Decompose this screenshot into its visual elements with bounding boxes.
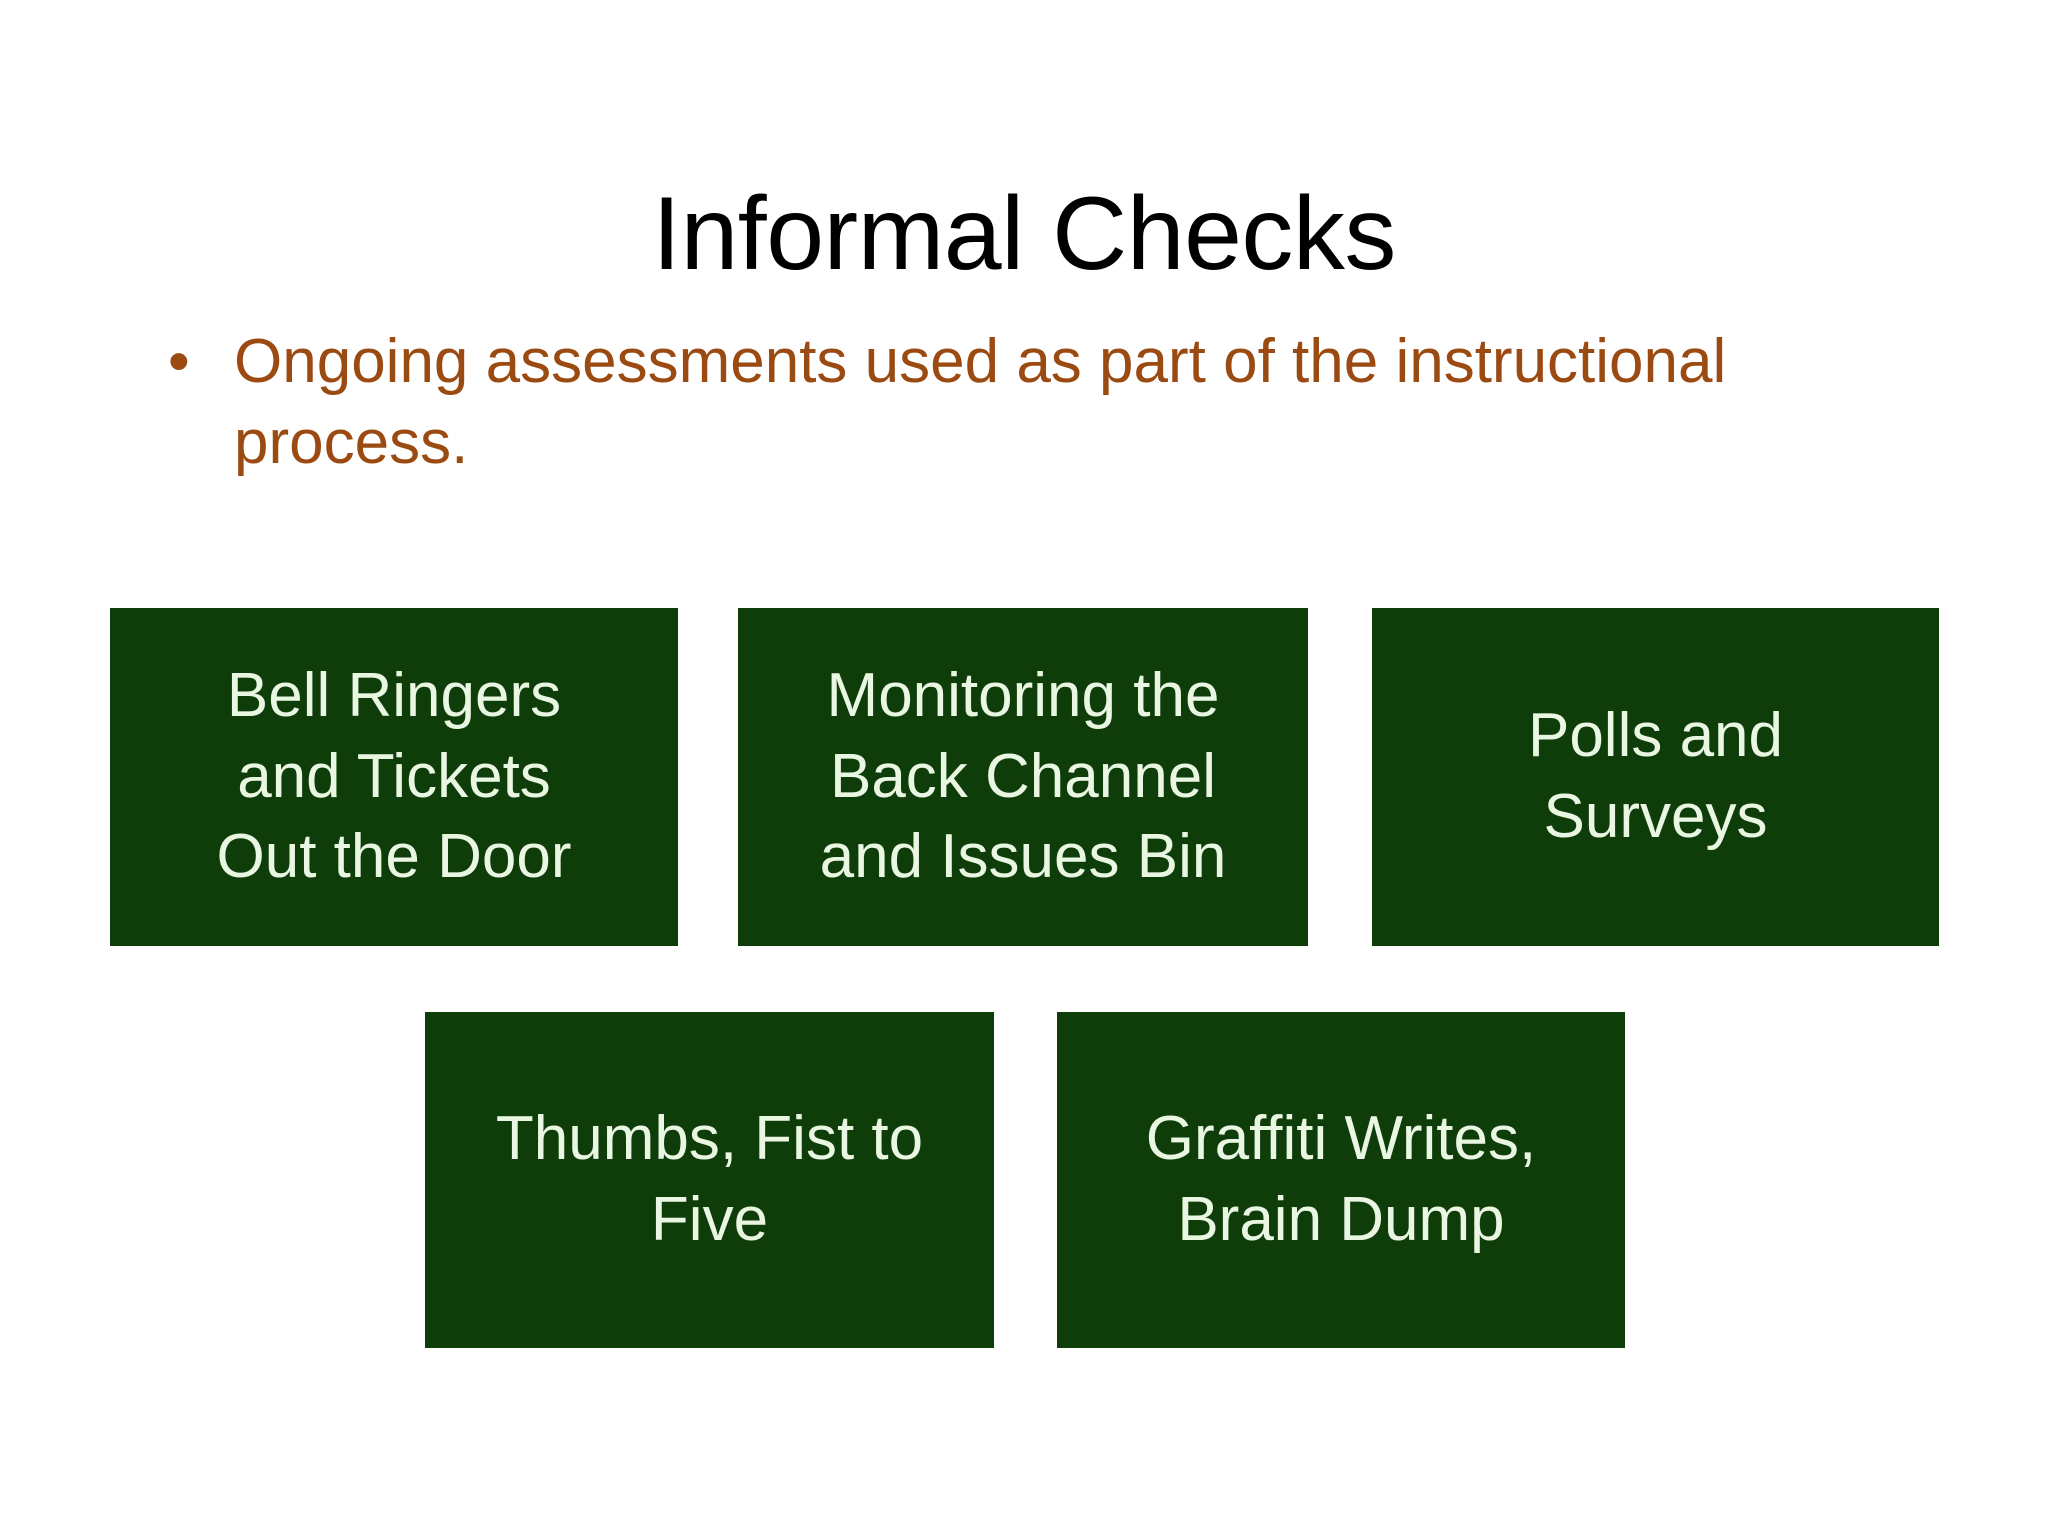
diagram-box-label: Thumbs, Fist to Five bbox=[495, 1104, 924, 1254]
list-item: • Ongoing assessments used as part of th… bbox=[168, 322, 1728, 483]
diagram-box-label: Polls and Surveys bbox=[1527, 701, 1784, 851]
diagram-box-bell-ringers: Bell Ringers and Tickets Out the Door bbox=[110, 608, 678, 946]
bullet-list: • Ongoing assessments used as part of th… bbox=[168, 322, 1728, 483]
diagram-box-polls-surveys: Polls and Surveys bbox=[1372, 608, 1939, 946]
bullet-marker-icon: • bbox=[168, 327, 190, 396]
bullet-text: Ongoing assessments used as part of the … bbox=[234, 327, 1727, 477]
diagram-box-graffiti-brain-dump: Graffiti Writes, Brain Dump bbox=[1057, 1012, 1625, 1348]
diagram-box-back-channel: Monitoring the Back Channel and Issues B… bbox=[738, 608, 1308, 946]
diagram-box-label: Monitoring the Back Channel and Issues B… bbox=[819, 661, 1227, 892]
page-title: Informal Checks bbox=[652, 175, 1396, 292]
diagram-box-label: Graffiti Writes, Brain Dump bbox=[1145, 1104, 1537, 1254]
diagram-box-label: Bell Ringers and Tickets Out the Door bbox=[216, 661, 572, 892]
diagram-box-thumbs-fist-to-five: Thumbs, Fist to Five bbox=[425, 1012, 994, 1348]
